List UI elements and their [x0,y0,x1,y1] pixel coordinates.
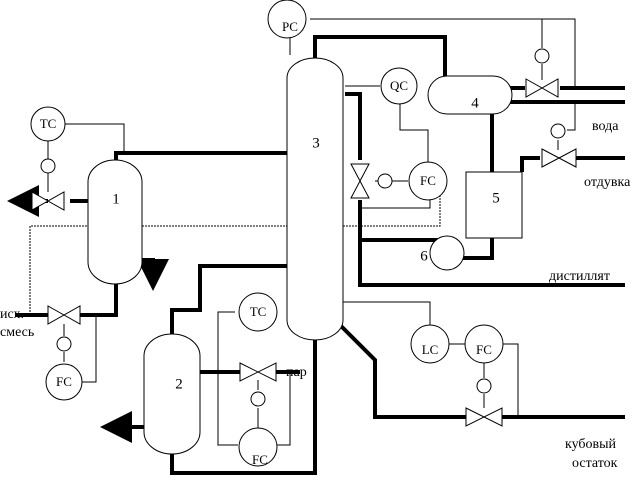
process-lines [7,35,625,475]
vessel1-bottom-outlet [137,258,169,291]
fc-boiler-bubble [238,427,278,467]
water-label: вода [592,119,619,134]
pc-label: PC [282,19,298,34]
tc-feed-bubble [30,106,66,142]
condenser-4-body [427,75,513,115]
steam-actuator [250,391,266,407]
bottoms-label-line2: остаток [572,456,618,471]
feed-top-valve [31,191,65,211]
pump-6-body [429,235,465,271]
column-vapor-line [313,35,447,80]
fc-bottom-bubble [464,324,504,364]
separator-5: 5 [465,171,523,239]
fc-bottom-label: FC [476,342,492,357]
fc-feed-actuator [56,336,72,352]
fc-feed-bubble [45,363,83,401]
bottoms-actuator [476,378,492,394]
pc-water-signal [310,18,576,88]
bottoms-valve [465,407,503,427]
distillate-label: дистиллят [549,269,610,284]
reboiler-2-body [143,333,201,455]
pump-reflux-line [358,200,440,242]
separator-5-label: 5 [492,190,500,206]
reboiler-2: 2 [143,333,201,455]
fc-bottom-signal [502,343,519,417]
bottoms-label-line1: кубовый [565,437,617,452]
condenser-4-label: 4 [471,95,479,111]
offgas-label: отдувка [584,175,631,190]
tc-feed-label: TC [40,116,57,131]
steam-valve [239,362,277,382]
fc-boiler-signal [276,372,291,446]
pc-bubble [267,0,307,39]
vessel1-top-line [114,151,288,160]
lc-column-link [340,301,431,326]
pump-6-label: 6 [420,248,428,264]
qc-label: QC [390,78,408,93]
reboiler-2-label: 2 [175,376,183,392]
vessel-1-body [87,159,143,285]
vessel-1-label: 1 [112,191,120,207]
stream-labels: исх. смесь пар вода отдувка дистиллят ку… [0,119,631,471]
bottoms-line-left [338,323,466,419]
control-lines [29,18,576,446]
level-signal-dashed [29,190,441,315]
feed-label-line2: смесь [0,325,34,340]
pump-6: 6 [420,235,465,271]
qc-bubble [380,67,418,105]
reflux-valve [350,163,370,199]
water-valve [525,78,559,98]
offgas-actuator [550,123,566,139]
feed-label-line1: исх. [0,307,24,322]
instrument-qc: QC [380,67,418,105]
instrument-fc-reflux: FC [408,161,448,201]
column-3-label: 3 [312,135,320,151]
instrument-lc: LC [410,324,450,364]
fc-reflux-bubble [408,161,448,201]
tc-boiler-signal [217,311,238,446]
separator-5-body [465,171,523,239]
tc-feed-signal [64,123,125,153]
tc-boiler-label: TC [250,304,267,319]
offgas-valve [541,148,577,168]
column-3: 3 [286,57,344,341]
condenser-4: 4 [427,75,513,115]
offgas-line-left [520,156,540,172]
tc-feed-actuator [40,158,56,174]
fc-feed-signal [80,314,97,383]
distillate-line [358,240,625,287]
column-bottom-reboiler-line [170,338,317,475]
instrument-tc-feed: TC [30,106,66,142]
separator-pump-line [460,238,494,260]
lc-label: LC [422,342,439,357]
valves [31,78,577,427]
reboiler-vapor-line [170,264,288,335]
instrument-pc: PC [267,0,307,39]
pc-actuator [534,48,550,64]
actuators [40,48,566,407]
column-3-body [286,57,344,341]
offgas-signal [567,102,576,131]
feed-valve [47,305,81,325]
vessel-1: 1 [87,159,143,285]
instrument-fc-boiler: FC [238,427,278,467]
fc-reflux-label: FC [420,173,436,188]
fc-feed-label: FC [56,374,72,389]
instrument-tc-boiler: TC [238,292,278,332]
instrument-fc-bottom: FC [464,324,504,364]
fc-boiler-label: FC [252,452,268,467]
steam-label: пар [286,365,307,380]
qc-fc-link [399,102,429,164]
tc-boiler-bubble [238,292,278,332]
reflux-to-column-line [345,92,362,160]
vessel1-feed-line [80,283,118,317]
instrument-fc-feed: FC [45,363,83,401]
reflux-actuator [377,173,393,189]
lc-bubble [410,324,450,364]
fc-reflux-signal [360,198,431,209]
